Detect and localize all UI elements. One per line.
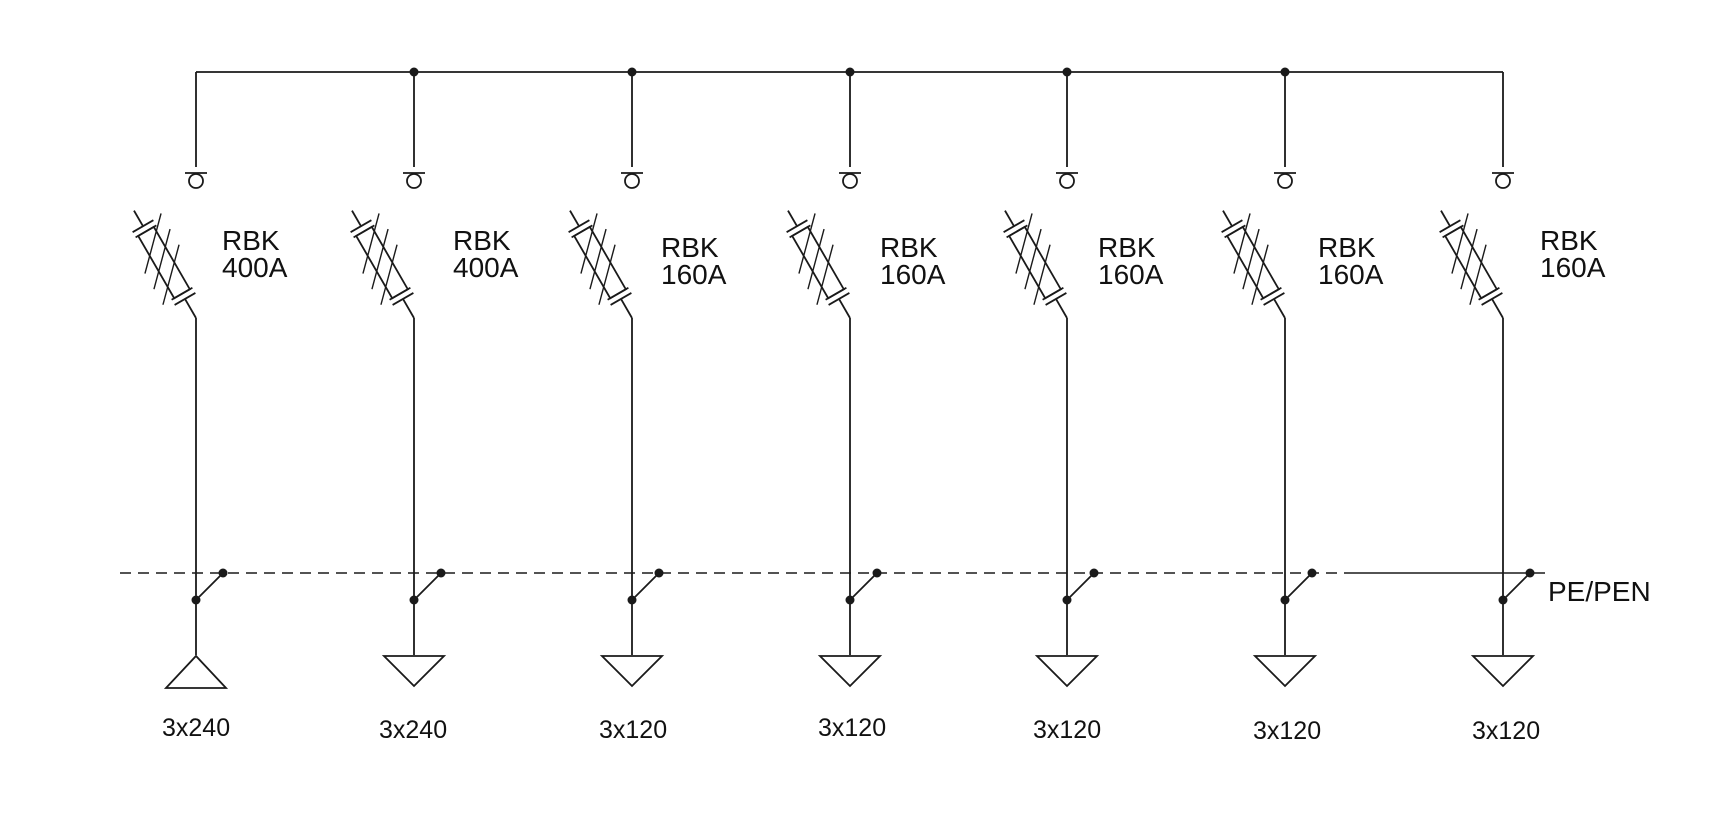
fuse-switch-icon	[568, 210, 633, 319]
fuse-rating-label: 400A	[222, 252, 288, 283]
cable-size-label: 3x120	[1472, 717, 1540, 745]
cable-size-label: 3x240	[162, 714, 230, 742]
fuse-type-label: RBK	[1098, 232, 1156, 263]
fuse-switch-icon	[1003, 210, 1068, 319]
pe-tap-link	[849, 572, 878, 601]
fuse-type-label: RBK	[1540, 225, 1598, 256]
pe-tap-link	[631, 572, 660, 601]
down-triangle-icon	[599, 655, 665, 688]
fuse-rating-label: 160A	[661, 259, 727, 290]
fuse-type-label: RBK	[1318, 232, 1376, 263]
fuse-type-label: RBK	[222, 225, 280, 256]
fuse-switch-icon	[1439, 210, 1504, 319]
terminal-circle-icon	[1495, 173, 1511, 189]
fuse-switch-icon	[1221, 210, 1286, 319]
terminal-circle-icon	[1277, 173, 1293, 189]
pe-tap-link	[1502, 572, 1531, 601]
down-triangle-icon	[1470, 655, 1536, 688]
fuse-switch-icon	[786, 210, 851, 319]
cable-size-label: 3x120	[599, 716, 667, 744]
fuse-rating-label: 160A	[1098, 259, 1164, 290]
fuse-rating-label: 160A	[880, 259, 946, 290]
pe-bus-dot	[654, 568, 664, 578]
fuse-rating-label: 400A	[453, 252, 519, 283]
cable-size-label: 3x240	[379, 716, 447, 744]
up-triangle-icon	[163, 654, 229, 689]
down-triangle-icon	[817, 655, 883, 688]
pe-bus-dot	[1525, 568, 1535, 578]
pe-tap-link	[195, 572, 224, 601]
pe-tap-link	[1066, 572, 1095, 601]
pe-bus-dot	[1089, 568, 1099, 578]
pe-bus-dot	[872, 568, 882, 578]
down-triangle-icon	[381, 655, 447, 688]
pe-bus-dot	[1307, 568, 1317, 578]
fuse-switch-icon	[350, 210, 415, 319]
terminal-circle-icon	[842, 173, 858, 189]
pe-tap-link	[413, 572, 442, 601]
terminal-circle-icon	[1059, 173, 1075, 189]
terminal-circle-icon	[406, 173, 422, 189]
cable-size-label: 3x120	[1253, 717, 1321, 745]
fuse-type-label: RBK	[453, 225, 511, 256]
pe-bus-dot	[218, 568, 228, 578]
fuse-rating-label: 160A	[1540, 252, 1606, 283]
down-triangle-icon	[1034, 655, 1100, 688]
fuse-rating-label: 160A	[1318, 259, 1384, 290]
fuse-switch-icon	[132, 210, 197, 319]
terminal-circle-icon	[624, 173, 640, 189]
cable-size-label: 3x120	[818, 714, 886, 742]
cable-size-label: 3x120	[1033, 716, 1101, 744]
feeders: RBK400A3x240RBK400A3x240RBK160A3x120RBK1…	[132, 72, 1606, 745]
down-triangle-icon	[1252, 655, 1318, 688]
fuse-type-label: RBK	[661, 232, 719, 263]
terminal-circle-icon	[188, 173, 204, 189]
pe-bus-dot	[436, 568, 446, 578]
pe-tap-link	[1284, 572, 1313, 601]
pe-pen-label: PE/PEN	[1548, 576, 1651, 607]
fuse-type-label: RBK	[880, 232, 938, 263]
